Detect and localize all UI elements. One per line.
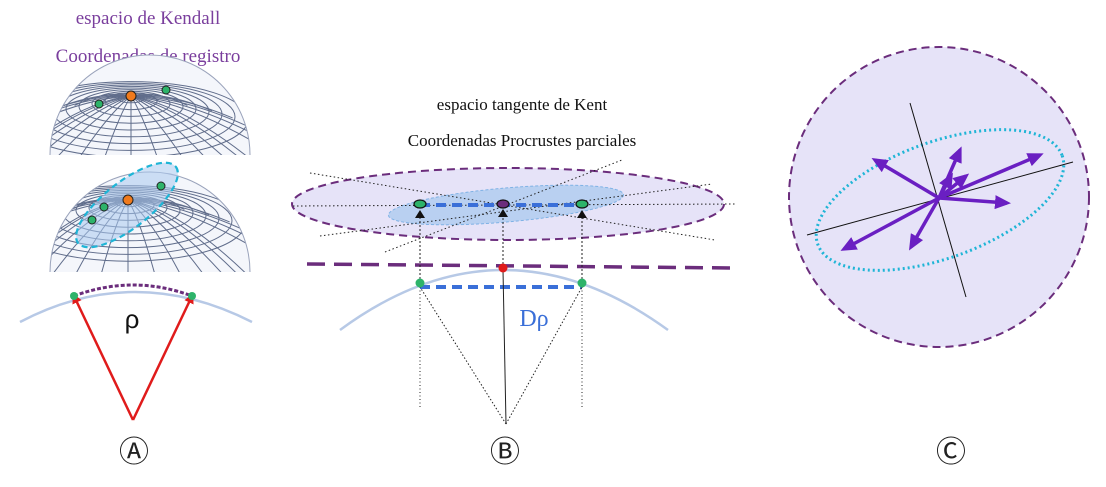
kent-tangent-space-title: espacio tangente de Kent <box>437 95 608 114</box>
panel-a: espacio de Kendall Coordenadas de regist… <box>19 8 253 469</box>
partial-procrustes-title: Coordenadas Procrustes parciales <box>408 131 636 150</box>
panel-b-marker: Ⓑ <box>490 436 520 469</box>
shape-point <box>87 215 97 225</box>
plane-axes <box>292 159 736 253</box>
shape-point <box>94 99 104 109</box>
shape-point <box>99 202 109 212</box>
sphere-cap-middle <box>49 161 251 273</box>
projected-point <box>413 199 427 209</box>
panel-a-marker: Ⓐ <box>119 436 149 469</box>
panel-c: Ⓒ <box>788 46 1090 469</box>
variance-ellipse <box>814 128 1066 272</box>
shape-point <box>188 292 196 300</box>
sphere-arc <box>19 290 253 324</box>
shape-point <box>161 85 171 95</box>
sphere-cap-top <box>49 54 251 156</box>
shape-point <box>577 278 587 288</box>
projected-point <box>575 199 589 209</box>
radius-arrow <box>131 293 194 421</box>
panel-b: espacio tangente de Kent Coordenadas Pro… <box>291 95 736 469</box>
panel-c-marker: Ⓒ <box>936 436 966 469</box>
geodesic-distance-diagram: ρ <box>19 283 253 421</box>
radius-arrow <box>72 293 135 421</box>
pole-point <box>498 263 508 273</box>
panel-a-label: Ⓐ <box>119 436 149 469</box>
kendall-space-title: espacio de Kendall <box>76 8 221 29</box>
pole-point <box>122 194 134 206</box>
tangent-line <box>306 262 736 270</box>
panel-b-label: Ⓑ <box>490 436 520 469</box>
geodesic-arc <box>73 283 193 298</box>
drho-label: Dρ <box>519 306 548 332</box>
projected-pole <box>496 199 510 209</box>
radius-lines <box>419 269 583 425</box>
rho-label: ρ <box>125 304 140 334</box>
shape-point <box>156 181 166 191</box>
shape-point <box>415 278 425 288</box>
projection-lines <box>415 209 587 287</box>
shape-point <box>70 292 78 300</box>
panel-c-label: Ⓒ <box>936 436 966 469</box>
pole-point <box>125 90 137 102</box>
shape-vectors <box>840 146 1044 251</box>
